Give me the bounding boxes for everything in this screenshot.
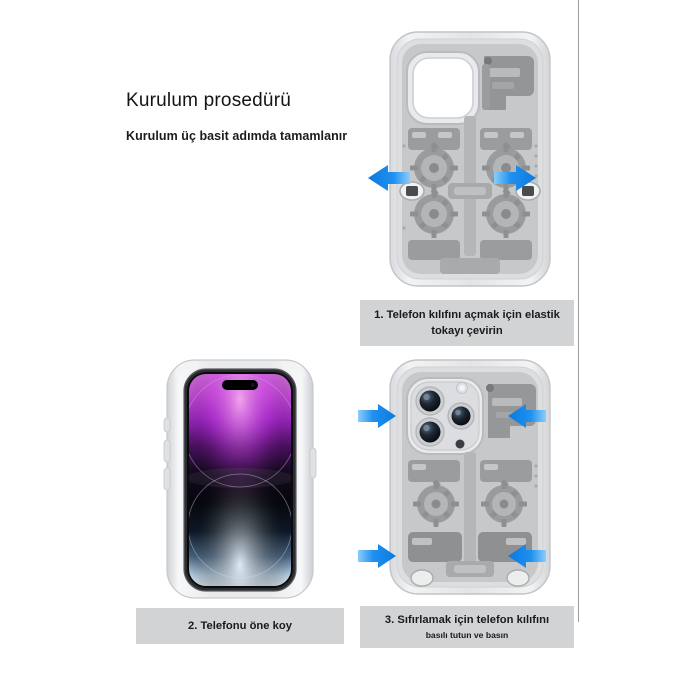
arrow-group-step-3-upper: [358, 404, 546, 428]
step-3-caption-line2: basılı tutun ve basın: [425, 629, 509, 640]
page-subtitle: Kurulum üç basit adımda tamamlanır: [126, 129, 348, 143]
step-1-caption-line1: 1. Telefon kılıfını açmak için elastik: [374, 308, 560, 321]
page-title: Kurulum prosedürü: [126, 90, 291, 111]
illustration-iphone-front: [160, 356, 320, 602]
step-2-caption-line1: 2. Telefonu öne koy: [188, 619, 292, 632]
step-3-caption-line1: 3. Sıfırlamak için telefon kılıfını: [384, 614, 550, 627]
arrow-left-inward-lower: [358, 544, 396, 568]
arrow-right-outward: [494, 165, 536, 191]
arrow-left-inward-upper: [358, 404, 396, 428]
arrow-group-step-3-lower: [358, 544, 546, 568]
arrow-right-inward-lower: [508, 544, 546, 568]
step-1-caption: 1. Telefon kılıfını açmak için elastik t…: [360, 300, 574, 346]
arrow-group-step-1: [368, 165, 536, 191]
step-2-caption: 2. Telefonu öne koy: [136, 608, 344, 644]
step-1-caption-line2: tokayı çevirin: [431, 325, 503, 337]
step-3-caption: 3. Sıfırlamak için telefon kılıfını bası…: [360, 606, 574, 648]
arrow-right-inward-upper: [508, 404, 546, 428]
illustration-case-open: [384, 28, 556, 290]
arrow-left-outward: [368, 165, 410, 191]
illustration-case-reset: [384, 356, 556, 598]
page-edge-divider: [578, 0, 579, 622]
